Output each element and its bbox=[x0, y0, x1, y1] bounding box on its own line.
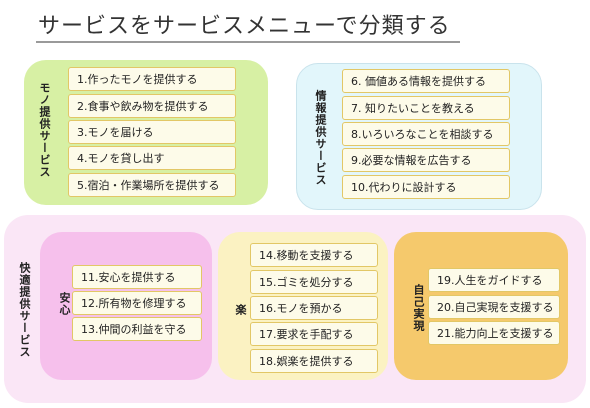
jiko-item-21: 21.能力向上を支援する bbox=[428, 321, 560, 345]
joho-item-10: 10.代わりに設計する bbox=[342, 175, 510, 199]
raku-label: 楽 bbox=[234, 304, 247, 316]
mono-item-4: 4.モノを貸し出す bbox=[68, 146, 236, 170]
raku-item-18: 18.娯楽を提供する bbox=[250, 349, 378, 373]
title-underline bbox=[36, 41, 460, 43]
raku-item-17: 17.要求を手配する bbox=[250, 322, 378, 346]
kaiteki-service-label: 快適提供サービス bbox=[18, 262, 31, 358]
jiko-item-19: 19.人生をガイドする bbox=[428, 268, 560, 292]
mono-item-1: 1.作ったモノを提供する bbox=[68, 67, 236, 91]
anshin-item-13: 13.仲間の利益を守る bbox=[72, 317, 202, 341]
joho-item-9: 9.必要な情報を広告する bbox=[342, 148, 510, 172]
mono-service-label: モノ提供サービス bbox=[38, 82, 51, 178]
raku-item-14: 14.移動を支援する bbox=[250, 243, 378, 267]
joho-service-label: 情報提供サービス bbox=[314, 90, 327, 186]
jiko-label: 自己実現 bbox=[412, 284, 425, 332]
joho-item-7: 7. 知りたいことを教える bbox=[342, 96, 510, 120]
anshin-item-12: 12.所有物を修理する bbox=[72, 291, 202, 315]
raku-item-16: 16.モノを預かる bbox=[250, 296, 378, 320]
mono-item-2: 2.食事や飲み物を提供する bbox=[68, 94, 236, 118]
mono-item-5: 5.宿泊・作業場所を提供する bbox=[68, 173, 236, 197]
raku-item-15: 15.ゴミを処分する bbox=[250, 270, 378, 294]
joho-item-8: 8.いろいろなことを相談する bbox=[342, 122, 510, 146]
jiko-item-20: 20.自己実現を支援する bbox=[428, 295, 560, 319]
mono-item-3: 3.モノを届ける bbox=[68, 120, 236, 144]
page-title: サービスをサービスメニューで分類する bbox=[38, 14, 451, 39]
anshin-label: 安心 bbox=[58, 292, 71, 316]
anshin-item-11: 11.安心を提供する bbox=[72, 265, 202, 289]
joho-item-6: 6. 価値ある情報を提供する bbox=[342, 69, 510, 93]
